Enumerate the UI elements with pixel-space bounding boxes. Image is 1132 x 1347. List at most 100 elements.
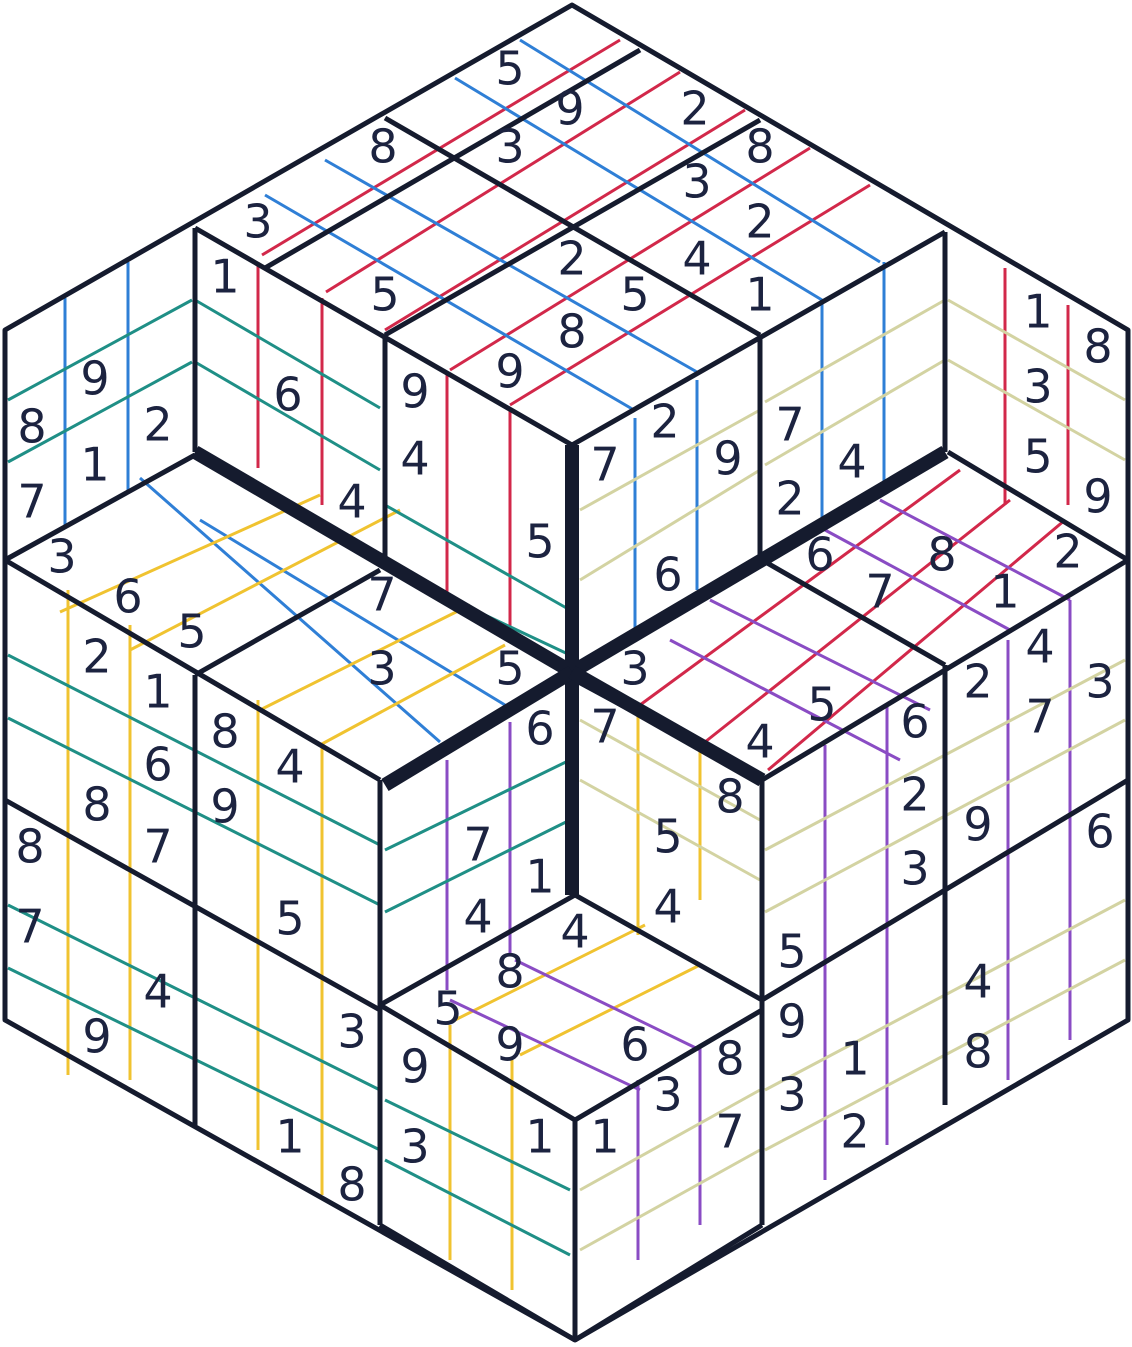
cell-digit[interactable]: 3 xyxy=(653,1068,682,1122)
cell-digit[interactable]: 1 xyxy=(745,268,774,322)
cell-digit[interactable]: 1 xyxy=(143,665,172,719)
cell-digit[interactable]: 2 xyxy=(775,472,804,526)
cell-digit[interactable]: 5 xyxy=(433,982,462,1036)
cell-digit[interactable]: 8 xyxy=(337,1158,366,1212)
cell-digit[interactable]: 6 xyxy=(805,528,834,582)
cell-digit[interactable]: 3 xyxy=(1023,360,1052,414)
cell-digit[interactable]: 9 xyxy=(713,432,742,486)
cell-digit[interactable]: 5 xyxy=(275,892,304,946)
cell-digit[interactable]: 1 xyxy=(525,850,554,904)
cell-digit[interactable]: 7 xyxy=(775,398,804,452)
cell-digit[interactable]: 2 xyxy=(963,655,992,709)
cell-digit[interactable]: 4 xyxy=(400,432,429,486)
cell-digit[interactable]: 3 xyxy=(495,120,524,174)
cell-digit[interactable]: 3 xyxy=(337,1005,366,1059)
cell-digit[interactable]: 9 xyxy=(555,82,584,136)
cell-digit[interactable]: 3 xyxy=(367,642,396,696)
cell-digit[interactable]: 2 xyxy=(82,630,111,684)
cell-digit[interactable]: 4 xyxy=(275,740,304,794)
cell-digit[interactable]: 4 xyxy=(1025,620,1054,674)
cell-digit[interactable]: 6 xyxy=(653,548,682,602)
cell-digit[interactable]: 1 xyxy=(210,250,239,304)
cell-digit[interactable]: 9 xyxy=(495,345,524,399)
cell-digit[interactable]: 8 xyxy=(557,305,586,359)
cell-digit[interactable]: 7 xyxy=(715,1105,744,1159)
cell-digit[interactable]: 4 xyxy=(560,905,589,959)
cell-digit[interactable]: 8 xyxy=(495,945,524,999)
cell-digit[interactable]: 3 xyxy=(47,530,76,584)
cell-digit[interactable]: 1 xyxy=(525,1110,554,1164)
cell-digit[interactable]: 5 xyxy=(807,678,836,732)
cell-digit[interactable]: 5 xyxy=(495,642,524,696)
cell-digit[interactable]: 3 xyxy=(620,642,649,696)
cell-digit[interactable]: 6 xyxy=(143,738,172,792)
cell-digit[interactable]: 9 xyxy=(963,798,992,852)
cell-digit[interactable]: 9 xyxy=(210,780,239,834)
cell-digit[interactable]: 1 xyxy=(1023,285,1052,339)
cell-digit[interactable]: 4 xyxy=(682,232,711,286)
cell-digit[interactable]: 7 xyxy=(590,700,619,754)
cell-digit[interactable]: 5 xyxy=(653,810,682,864)
cell-digit[interactable]: 9 xyxy=(495,1018,524,1072)
cell-digit[interactable]: 2 xyxy=(557,232,586,286)
cell-digit[interactable]: 3 xyxy=(777,1068,806,1122)
cell-digit[interactable]: 3 xyxy=(1085,655,1114,709)
cell-digit[interactable]: 5 xyxy=(495,42,524,96)
cell-digit[interactable]: 6 xyxy=(620,1018,649,1072)
cell-digit[interactable]: 9 xyxy=(80,352,109,406)
cell-digit[interactable]: 5 xyxy=(370,268,399,322)
cell-digit[interactable]: 8 xyxy=(745,120,774,174)
cell-digit[interactable]: 6 xyxy=(113,570,142,624)
cell-digit[interactable]: 9 xyxy=(1083,470,1112,524)
cell-digit[interactable]: 2 xyxy=(650,395,679,449)
cell-digit[interactable]: 6 xyxy=(900,695,929,749)
cell-digit[interactable]: 4 xyxy=(837,435,866,489)
cell-digit[interactable]: 6 xyxy=(525,702,554,756)
cell-digit[interactable]: 1 xyxy=(80,438,109,492)
cell-digit[interactable]: 7 xyxy=(17,475,46,529)
cell-digit[interactable]: 7 xyxy=(463,818,492,872)
cell-digit[interactable]: 8 xyxy=(715,1032,744,1086)
cell-digit[interactable]: 2 xyxy=(143,398,172,452)
cell-digit[interactable]: 7 xyxy=(15,900,44,954)
cell-digit[interactable]: 4 xyxy=(143,965,172,1019)
cell-digit[interactable]: 3 xyxy=(682,155,711,209)
cell-digit[interactable]: 5 xyxy=(525,515,554,569)
cell-digit[interactable]: 7 xyxy=(1025,690,1054,744)
cell-digit[interactable]: 7 xyxy=(367,568,396,622)
cell-digit[interactable]: 4 xyxy=(463,890,492,944)
cell-digit[interactable]: 6 xyxy=(1085,805,1114,859)
cell-digit[interactable]: 8 xyxy=(1083,320,1112,374)
cell-digit[interactable]: 5 xyxy=(1023,430,1052,484)
cell-digit[interactable]: 2 xyxy=(745,195,774,249)
cell-digit[interactable]: 8 xyxy=(82,778,111,832)
cell-digit[interactable]: 2 xyxy=(680,82,709,136)
cell-digit[interactable]: 8 xyxy=(368,120,397,174)
cell-digit[interactable]: 8 xyxy=(715,770,744,824)
cell-digit[interactable]: 5 xyxy=(620,268,649,322)
cell-digit[interactable]: 4 xyxy=(653,880,682,934)
cell-digit[interactable]: 1 xyxy=(275,1110,304,1164)
cell-digit[interactable]: 7 xyxy=(143,820,172,874)
cell-digit[interactable]: 8 xyxy=(963,1025,992,1079)
cell-digit[interactable]: 4 xyxy=(745,715,774,769)
cell-digit[interactable]: 8 xyxy=(15,820,44,874)
cell-digit[interactable]: 7 xyxy=(590,438,619,492)
cell-digit[interactable]: 1 xyxy=(840,1032,869,1086)
cell-digit[interactable]: 5 xyxy=(177,605,206,659)
cell-digit[interactable]: 3 xyxy=(900,842,929,896)
cell-digit[interactable]: 8 xyxy=(210,705,239,759)
cell-digit[interactable]: 8 xyxy=(17,400,46,454)
cell-digit[interactable]: 2 xyxy=(900,768,929,822)
cell-digit[interactable]: 9 xyxy=(777,995,806,1049)
cell-digit[interactable]: 5 xyxy=(777,925,806,979)
cell-digit[interactable]: 2 xyxy=(1053,525,1082,579)
cell-digit[interactable]: 4 xyxy=(337,475,366,529)
cell-digit[interactable]: 2 xyxy=(840,1105,869,1159)
cell-digit[interactable]: 9 xyxy=(400,365,429,419)
cell-digit[interactable]: 1 xyxy=(990,565,1019,619)
cell-digit[interactable]: 7 xyxy=(865,565,894,619)
cell-digit[interactable]: 6 xyxy=(273,368,302,422)
cell-digit[interactable]: 9 xyxy=(82,1010,111,1064)
cell-digit[interactable]: 3 xyxy=(400,1120,429,1174)
